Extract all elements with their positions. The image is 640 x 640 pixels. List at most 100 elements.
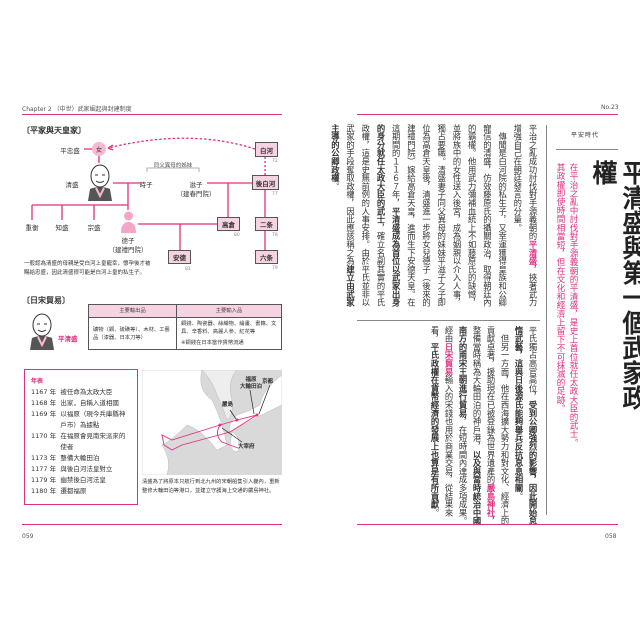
imports-note: ※銅錢在日本當作貨幣流通 bbox=[181, 340, 244, 346]
exports-header: 主要輸出品 bbox=[88, 304, 177, 318]
footer-divider bbox=[357, 524, 618, 525]
body-text: 。 bbox=[330, 182, 341, 191]
article-body-lower: 平氏獨占高官高位，受到公卿強烈的影響，因此開始怠惰武藝，這與日後源氏能夠舉兵反抗… bbox=[410, 326, 540, 526]
era-label: 平安時代 bbox=[571, 132, 600, 139]
emphasis-text: 建立由武家主導的公卿政權 bbox=[330, 124, 356, 307]
footer-divider bbox=[22, 524, 282, 525]
chronology-year: 1169 年 bbox=[31, 410, 57, 418]
chronology-event: 與後白河法皇對立 bbox=[60, 465, 113, 473]
emperor-nijo: 二条 bbox=[255, 217, 278, 231]
body-text: ，挾著武力增強自己在朝廷發言的分量。 bbox=[512, 124, 538, 307]
trade-route-map bbox=[142, 370, 282, 475]
emphasis-text: 以及與當時統治中國南方的南宋王朝進行貿易 bbox=[458, 326, 482, 526]
emperor-number: 81 bbox=[185, 267, 191, 272]
map-label-dazaifu: 大宰府 bbox=[238, 444, 255, 450]
highlight-term: 平清盛 bbox=[528, 240, 538, 266]
imports-header: 主要輸入品 bbox=[176, 304, 282, 318]
header-divider bbox=[22, 114, 282, 115]
emperor-number: 77 bbox=[272, 192, 278, 197]
chapter-header: Chapter 2 （中世）武家崛起與封建制度 bbox=[22, 106, 132, 113]
chronology-event: 以福原（現今兵庫縣神戶市）為據點 bbox=[60, 410, 126, 429]
body-text: 平氏獨占高官高位， bbox=[528, 326, 538, 401]
trade-person-label: 平清盛 bbox=[58, 335, 78, 343]
chronology-year: 1168 年 bbox=[31, 399, 57, 407]
highlight-term: 日宋貿易 bbox=[444, 342, 454, 376]
half-sisters-note: 同父異母的姊妹 bbox=[153, 163, 193, 169]
chronology-item: 1179 年幽禁後白河法皇 bbox=[31, 475, 131, 486]
chronology-item: 1177 年與後白河法皇對立 bbox=[31, 464, 131, 475]
column-divider bbox=[546, 125, 547, 515]
woman-node: 女 bbox=[92, 142, 106, 156]
chronology-event: 在福原會見南宋派來的使者 bbox=[60, 432, 126, 451]
map-caption: 清盛為了將原本只航行到北九州的宋朝船隻引入畿內，重新整修大輪田泊等港口，並建立守… bbox=[142, 479, 280, 494]
emperor-goshirakawa: 後白河 bbox=[252, 175, 279, 190]
kiyomori-label: 清盛 bbox=[65, 181, 79, 189]
chronology-item: 1169 年以福原（現今兵庫縣神戶市）為據點 bbox=[31, 409, 131, 431]
chronology-year: 1173 年 bbox=[31, 454, 57, 462]
map-label-fukuhara: 福原大輪田泊 bbox=[240, 377, 262, 391]
page-number-right: 058 bbox=[605, 533, 617, 540]
tadamori-label: 平忠盛 bbox=[60, 147, 80, 155]
header-divider bbox=[357, 114, 618, 115]
trade-title: 〔日宋貿易〕 bbox=[22, 296, 70, 305]
shigeko-title: （建春門院） bbox=[176, 190, 216, 198]
map-label-kyoto: 京都 bbox=[262, 379, 274, 385]
body-text: ，確立名副其實的平氏政權，這是史無前例的人事安排。由於平氏並非以武家的手段奪取政… bbox=[345, 124, 386, 307]
tomomori-label: 知盛 bbox=[55, 224, 69, 232]
body-paragraph: 平氏獨占高官高位，受到公卿強烈的影響，因此開始怠惰武藝，這與日後源氏能夠舉兵反抗… bbox=[512, 326, 540, 526]
subtitle-line: 在平治之亂中討伐對手源義朝的平清盛，是史上首位就任太政大臣的武士。 bbox=[568, 163, 578, 447]
emperor-number: 80 bbox=[234, 233, 240, 238]
body-text: 。 bbox=[430, 508, 440, 517]
article-title: 平清盛與第一個武家政權 bbox=[589, 160, 640, 410]
chronology-event: 整備大輪田泊 bbox=[60, 454, 100, 462]
imports-cell: 銅錢、陶瓷器、絲織物、繪畫、書籍、文具、辛香料、高麗人參、紅花等 bbox=[181, 321, 277, 335]
emperor-number: 78 bbox=[272, 233, 278, 238]
article-body-upper: 平治之亂成功討伐對手源義朝的平清盛，挾著武力增強自己在朝廷發言的分量。 傳聞是白… bbox=[330, 124, 540, 314]
chronology-year: 1177 年 bbox=[31, 465, 57, 473]
era-divider bbox=[556, 149, 618, 150]
shigehira-label: 重衡 bbox=[25, 224, 39, 232]
tokiko-label: 時子 bbox=[139, 181, 153, 189]
munemori-label: 宗盛 bbox=[87, 224, 101, 232]
body-paragraph: 傳聞是白河院的私生子，又幸運獲得皇族和公卿寵信的清盛，仿效藤原氏的攝關政治，取得… bbox=[327, 124, 509, 314]
chronology-item: 1170 年在福原會見南宋派來的使者 bbox=[31, 431, 131, 453]
chronology-year: 1180 年 bbox=[31, 487, 57, 495]
chronology-year: 1167 年 bbox=[31, 388, 57, 396]
chronology-event: 被任命為太政大臣 bbox=[60, 388, 113, 396]
tokuko-person-icon bbox=[121, 211, 136, 233]
exports-cell: 礦物（銅、硫磺等）、木材、工藝品（漆器、日本刀等） bbox=[88, 317, 177, 350]
kiyomori-portrait-icon bbox=[88, 164, 112, 201]
fukuhara-label: 福原 bbox=[245, 377, 257, 383]
emphasis-text: 平氏政權在貨幣經濟的發展上也算是有所貢獻 bbox=[430, 342, 440, 509]
trade-table: 主要輸出品主要輸入品 礦物（銅、硫磺等）、木材、工藝品（漆器、日本刀等） 銅錢、… bbox=[88, 304, 282, 350]
tokuko-title: （建禮門院） bbox=[108, 246, 148, 254]
emperor-number: 79 bbox=[272, 266, 278, 271]
body-text: 傳聞是白河院的私生子，又幸運獲得皇族和公卿寵信的清盛，仿效藤原氏的攝關政治，取得… bbox=[391, 124, 508, 307]
chronology-year: 1170 年 bbox=[31, 432, 57, 440]
body-text: 平治之亂成功討伐對手源義朝的 bbox=[528, 124, 538, 241]
chronology-title: 年表 bbox=[31, 378, 44, 385]
owada-label: 大輪田泊 bbox=[240, 384, 263, 390]
body-text: 輸入的宋錢也用於商業交易，從結果來看， bbox=[430, 326, 454, 517]
chronology-item: 1167 年被任命為太政大臣 bbox=[31, 387, 131, 398]
emphasis-text: 平清盛成為首位以武家出身的身分就任太政大臣的武士 bbox=[375, 124, 402, 307]
emphasis-text: 受到公卿強烈的影響，因此開始怠惰武藝，這與日後源氏能夠舉兵反抗息息相關 bbox=[514, 326, 538, 526]
chronology-event: 遷都福原 bbox=[60, 487, 87, 495]
chronology-item: 1180 年遷都福原 bbox=[31, 486, 131, 497]
article-number: No.23 bbox=[601, 104, 619, 111]
chronology-event: 出家，自稱入道相國 bbox=[60, 399, 119, 407]
family-tree-note: 一般認為清盛的母親是受白河上皇寵幸，懷孕後才被賜給忠盛，因此清盛很可能是白河上皇… bbox=[24, 261, 151, 276]
shigeko-label: 滋子 bbox=[189, 181, 203, 189]
page-number-left: 059 bbox=[22, 533, 34, 540]
chronology-year: 1179 年 bbox=[31, 476, 57, 484]
body-paragraph: 但另一方面，他在西海擴大勢力和對文化、經濟上的貢獻卓著，援助現在已被登錄為世界遺… bbox=[428, 326, 512, 526]
body-paragraph: 平治之亂成功討伐對手源義朝的平清盛，挾著武力增強自己在朝廷發言的分量。 bbox=[510, 124, 540, 314]
kiyomori-portrait-icon bbox=[30, 313, 54, 350]
map-label-itsukushima: 嚴島 bbox=[222, 402, 234, 408]
emperor-antoku: 安德 bbox=[168, 250, 191, 264]
body-text: ，整備當時稱為大輪田泊的神戶港， bbox=[472, 326, 496, 526]
tokuko-label: 德子 bbox=[121, 237, 135, 245]
article-subtitle: 在平治之亂中討伐對手源義朝的平清盛，是史上首位就任太政大臣的武士。 其政權即使時… bbox=[553, 163, 579, 458]
emperor-takakura: 高倉 bbox=[217, 217, 240, 231]
